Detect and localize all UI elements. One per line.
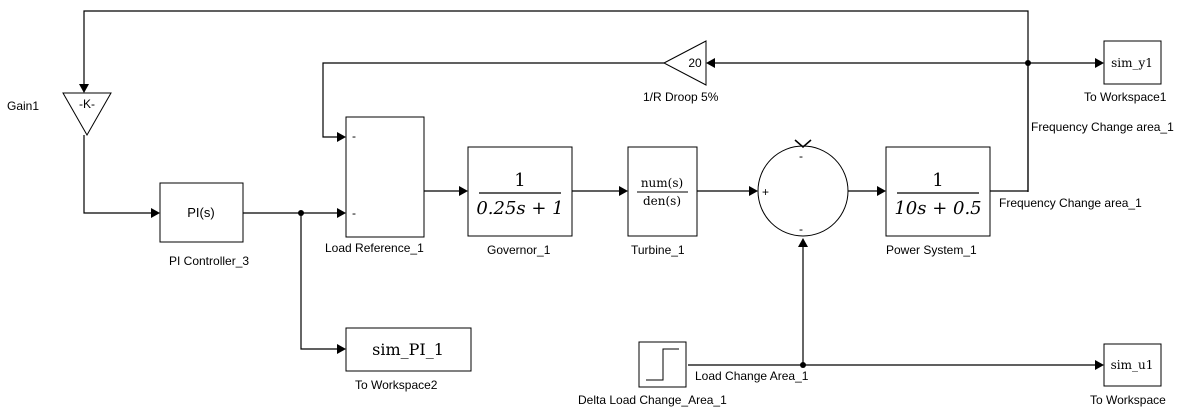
turbine-label: Turbine_1 — [631, 243, 685, 257]
ws1-var: sim_y1 — [1111, 56, 1153, 70]
sum-block[interactable]: - + - — [757, 139, 849, 237]
arrowheads — [79, 58, 1104, 370]
pi-text: PI(s) — [187, 205, 214, 220]
plant-den: 10s + 0.5 — [894, 198, 981, 219]
loadref-sign-top: - — [352, 129, 356, 143]
droop-value: 20 — [688, 56, 702, 70]
wire-droop-to-loadref[interactable] — [322, 62, 664, 138]
ws1-label: To Workspace1 — [1084, 90, 1167, 104]
droop-label: 1/R Droop 5% — [643, 90, 719, 104]
governor-label: Governor_1 — [487, 243, 551, 257]
sum-sign-left: + — [762, 185, 769, 199]
governor-num: 1 — [514, 170, 525, 191]
gain1-symbol: -K- — [79, 97, 95, 111]
pi-label: PI Controller_3 — [169, 254, 249, 268]
to-workspace2-block[interactable]: sim_PI_1 — [345, 327, 472, 372]
plant-num: 1 — [932, 170, 943, 191]
plant-label: Power System_1 — [886, 243, 977, 257]
wire-pi-to-ws2[interactable] — [300, 213, 340, 350]
ws-label: To Workspace — [1090, 393, 1166, 407]
ws-var: sim_u1 — [1111, 358, 1154, 372]
ws2-var: sim_PI_1 — [372, 340, 444, 359]
step-block[interactable] — [638, 341, 687, 388]
sum-sign-top: - — [799, 149, 803, 163]
turbine-num: num(s) — [641, 176, 683, 190]
droop-gain-block[interactable]: 20 — [662, 40, 707, 86]
turbine-den: den(s) — [643, 194, 681, 208]
wire-gain-to-pi[interactable] — [83, 135, 154, 214]
pi-controller-block[interactable]: PI(s) — [159, 182, 244, 243]
turbine-block[interactable]: num(s) den(s) — [627, 146, 698, 237]
to-workspace1-block[interactable]: sim_y1 — [1103, 40, 1162, 85]
branch-points — [298, 60, 1031, 368]
governor-den: 0.25s + 1 — [476, 198, 563, 219]
signal-lines — [83, 10, 1098, 366]
power-system-block[interactable]: 1 10s + 0.5 — [885, 146, 991, 237]
gain1-block[interactable]: -K- — [62, 92, 112, 137]
signal-label-freq-upper: Frequency Change area_1 — [1031, 120, 1174, 134]
sum-sign-bottom: - — [799, 222, 803, 236]
governor-block[interactable]: 1 0.25s + 1 — [467, 146, 573, 237]
wire-plant-output[interactable] — [990, 63, 1029, 192]
to-workspace-block[interactable]: sim_u1 — [1103, 343, 1162, 387]
loadref-sign-bottom: - — [352, 206, 356, 220]
signal-label-freq-lower: Frequency Change area_1 — [999, 196, 1142, 210]
signal-label-load-change: Load Change Area_1 — [695, 369, 809, 383]
loadref-label: Load Reference_1 — [325, 241, 424, 255]
load-reference-block[interactable]: - - — [345, 116, 425, 238]
ws2-label: To Workspace2 — [355, 378, 438, 392]
step-label: Delta Load Change_Area_1 — [578, 393, 727, 407]
gain1-label: Gain1 — [7, 99, 39, 113]
